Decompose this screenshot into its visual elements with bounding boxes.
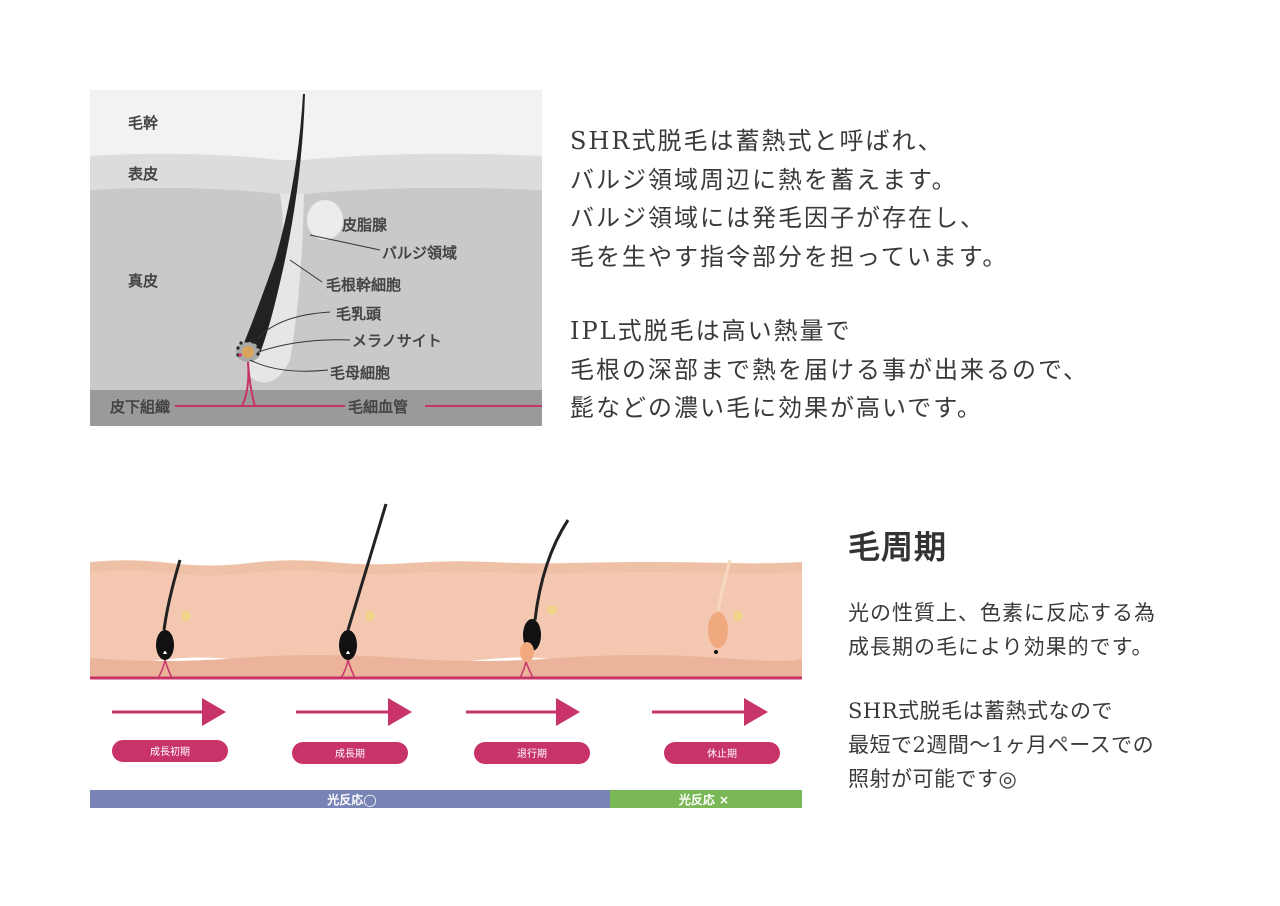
label-melanocyte: メラノサイト bbox=[352, 332, 442, 350]
label-hair-shaft: 毛幹 bbox=[128, 114, 159, 132]
shr-description: SHR式脱毛は蓄熱式と呼ばれ、 バルジ領域周辺に熱を蓄えます。 バルジ領域には発… bbox=[570, 122, 1008, 276]
hair-catagen bbox=[519, 519, 570, 679]
label-epidermis: 表皮 bbox=[128, 165, 158, 183]
hair-early-anagen bbox=[156, 559, 191, 679]
phase-catagen: 退行期 bbox=[474, 742, 590, 764]
text-line: SHR式脱毛は蓄熱式と呼ばれ、 bbox=[570, 127, 944, 155]
text-line: 毛を生やす指令部分を担っています。 bbox=[570, 242, 1009, 271]
hair-cycle-description: 光の性質上、色素に反応する為 成長期の毛により効果的です。 bbox=[848, 596, 1156, 664]
text-line: バルジ領域周辺に熱を蓄えます。 bbox=[570, 165, 958, 194]
label-subcutaneous: 皮下組織 bbox=[110, 398, 170, 416]
text-line: 毛根の深部まで熱を届ける事が出来るので、 bbox=[570, 355, 1090, 384]
text-line: 照射が可能です◎ bbox=[848, 767, 1018, 791]
label-dermis: 真皮 bbox=[128, 272, 158, 290]
label-dermal-papilla: 毛乳頭 bbox=[336, 305, 382, 323]
text-line: IPL式脱毛は高い熱量で bbox=[570, 317, 852, 345]
label-sebaceous-gland: 皮脂腺 bbox=[342, 216, 388, 234]
reaction-yes-bar: 光反応◯ bbox=[90, 790, 610, 808]
svg-text:成長期: 成長期 bbox=[335, 748, 365, 760]
svg-text:光反応 ×: 光反応 × bbox=[678, 792, 729, 807]
hair-follicle-diagram: 毛幹 表皮 真皮 皮下組織 皮脂腺 バルジ領域 毛根幹細胞 毛乳頭 メラノサイト… bbox=[90, 90, 542, 426]
reaction-no-bar: 光反応 × bbox=[610, 790, 802, 808]
hair-cycle-diagram: 成長初期 成長期 退行期 休止期 光反応◯ 光反応 × bbox=[90, 503, 802, 808]
svg-text:光反応◯: 光反応◯ bbox=[326, 792, 376, 807]
label-hair-root-stem-cell: 毛根幹細胞 bbox=[326, 276, 401, 294]
text-line: 髭などの濃い毛に効果が高いです。 bbox=[570, 394, 983, 422]
text-line: 最短で2週間〜1ヶ月ペースでの bbox=[848, 733, 1155, 757]
hair-telogen bbox=[708, 559, 743, 654]
text-line: SHR式脱毛は蓄熱式なので bbox=[848, 699, 1114, 723]
svg-text:成長初期: 成長初期 bbox=[150, 745, 190, 758]
phase-telogen: 休止期 bbox=[664, 742, 780, 764]
label-capillary: 毛細血管 bbox=[348, 398, 408, 416]
text-line: 成長期の毛により効果的です。 bbox=[848, 635, 1154, 659]
svg-text:休止期: 休止期 bbox=[707, 748, 737, 760]
phase-anagen: 成長期 bbox=[292, 742, 408, 764]
hair-cycle-title: 毛周期 bbox=[848, 528, 948, 566]
sebaceous-gland-shape bbox=[307, 200, 343, 240]
svg-text:退行期: 退行期 bbox=[517, 747, 547, 760]
hair-anagen bbox=[339, 503, 388, 679]
label-matrix-cell: 毛母細胞 bbox=[330, 364, 390, 382]
shr-frequency-description: SHR式脱毛は蓄熱式なので 最短で2週間〜1ヶ月ペースでの 照射が可能です◎ bbox=[848, 694, 1154, 796]
ipl-description: IPL式脱毛は高い熱量で 毛根の深部まで熱を届ける事が出来るので、 髭などの濃い… bbox=[570, 312, 1089, 428]
phase-early-anagen: 成長初期 bbox=[112, 740, 228, 762]
hair-shaft-shape bbox=[240, 94, 305, 358]
label-bulge: バルジ領域 bbox=[382, 244, 457, 262]
text-line: バルジ領域には発毛因子が存在し、 bbox=[570, 204, 986, 232]
text-line: 光の性質上、色素に反応する為 bbox=[848, 601, 1156, 625]
